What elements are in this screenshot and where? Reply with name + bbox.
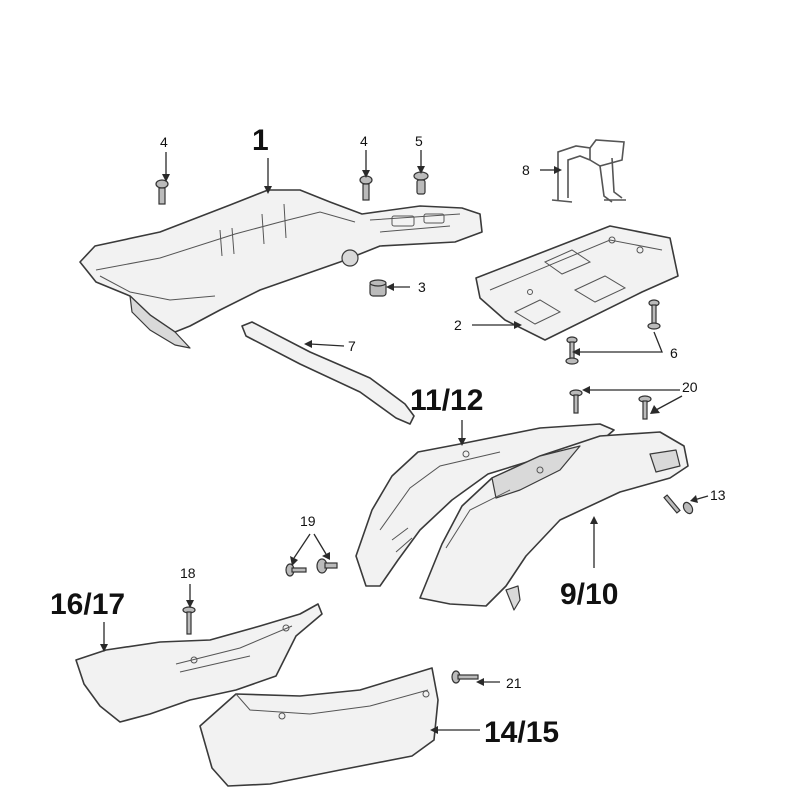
part-19-clips bbox=[285, 558, 338, 577]
callout-6: 6 bbox=[670, 345, 678, 361]
callout-9-10: 9/10 bbox=[560, 578, 618, 611]
callout-19: 19 bbox=[300, 513, 316, 529]
leader-lines bbox=[100, 150, 709, 734]
part-4-screw-left bbox=[155, 179, 169, 205]
part-16-17-lower-cover bbox=[75, 603, 323, 723]
callout-20: 20 bbox=[682, 379, 698, 395]
part-2-plate bbox=[475, 225, 679, 341]
callout-4-right: 4 bbox=[360, 133, 368, 149]
part-4-screw-right bbox=[359, 175, 373, 201]
callout-5: 5 bbox=[415, 133, 423, 149]
callout-2: 2 bbox=[454, 317, 462, 333]
callout-14-15: 14/15 bbox=[484, 716, 559, 749]
part-21-screw bbox=[451, 670, 479, 684]
part-9-10-side-panel bbox=[419, 431, 689, 611]
callout-7: 7 bbox=[348, 338, 356, 354]
part-18-screw bbox=[182, 606, 196, 635]
part-8-bracket bbox=[551, 139, 626, 203]
part-1-tail-frame bbox=[79, 189, 483, 349]
part-3-nut bbox=[369, 279, 387, 297]
part-20-screws bbox=[569, 389, 652, 420]
part-14-15-lower-cover bbox=[199, 667, 439, 787]
callout-16-17: 16/17 bbox=[50, 588, 125, 621]
callout-1: 1 bbox=[252, 124, 269, 157]
callout-4-left: 4 bbox=[160, 134, 168, 150]
part-5-grommet bbox=[413, 171, 429, 195]
part-13-bolt bbox=[663, 494, 694, 515]
part-6-bolt-lower bbox=[565, 336, 579, 365]
callout-3: 3 bbox=[418, 279, 426, 295]
callout-18: 18 bbox=[180, 565, 196, 581]
callout-13: 13 bbox=[710, 487, 726, 503]
callout-21: 21 bbox=[506, 675, 522, 691]
callout-8: 8 bbox=[522, 162, 530, 178]
callout-11-12: 11/12 bbox=[410, 384, 483, 417]
part-7-strip bbox=[241, 321, 415, 425]
part-6-bolt-upper bbox=[647, 299, 661, 330]
